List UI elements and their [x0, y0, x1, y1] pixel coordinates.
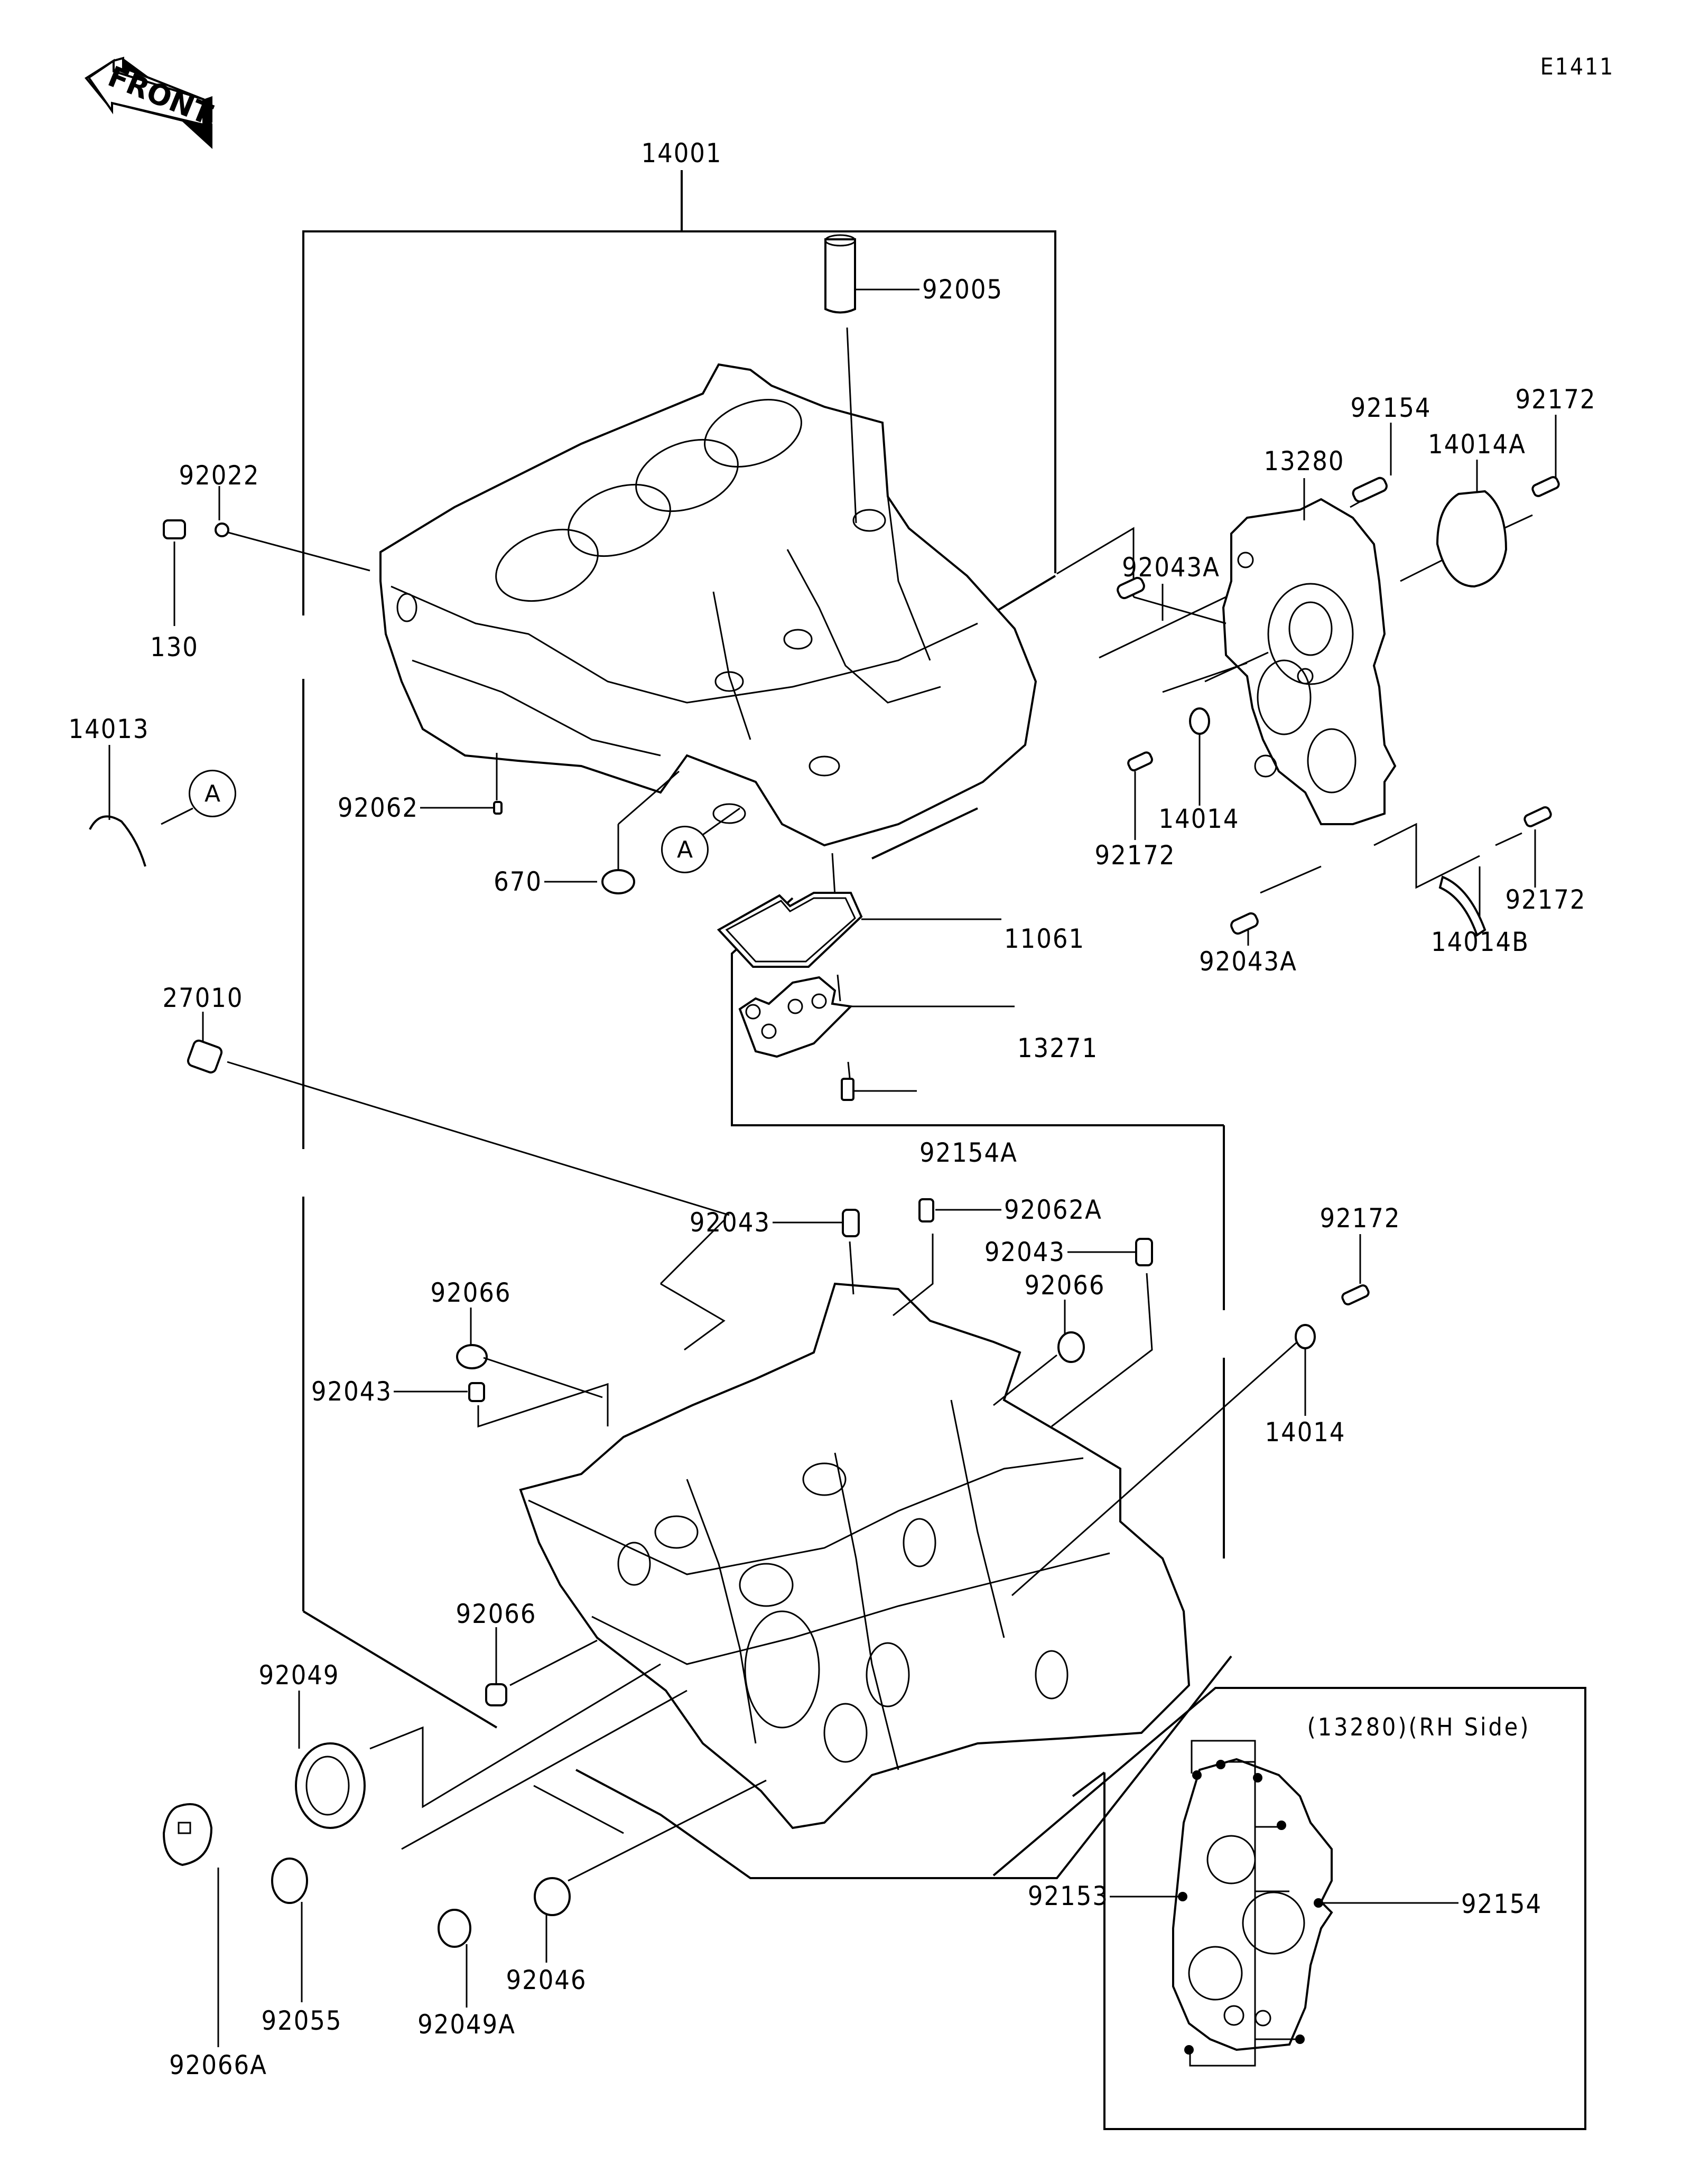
- reference-mark-a: A: [189, 770, 236, 817]
- lower-left-parts: [187, 1012, 730, 1706]
- front-label: FRONT: [104, 60, 217, 132]
- callout-14014a[interactable]: 14014A: [1428, 429, 1526, 460]
- rh-side-inset: [992, 1687, 1586, 2130]
- callout-14014-lone[interactable]: 14014: [1265, 1417, 1346, 1448]
- callout-92049a[interactable]: 92049A: [417, 2009, 516, 2040]
- callout-92172-lone[interactable]: 92172: [1320, 1203, 1401, 1234]
- callout-14013[interactable]: 14013: [68, 714, 150, 744]
- callout-92066-lower[interactable]: 92066: [456, 1599, 537, 1629]
- callout-92043a-lower[interactable]: 92043A: [1199, 946, 1297, 977]
- callout-92153-inset[interactable]: 92153: [1027, 1881, 1109, 1911]
- callout-92062a[interactable]: 92062A: [1004, 1194, 1102, 1225]
- callout-130[interactable]: 130: [150, 632, 199, 662]
- callout-92154-bolt[interactable]: 92154: [1350, 393, 1432, 423]
- lower-crankcase-small-parts: [773, 1198, 1370, 1597]
- callout-92154a[interactable]: 92154A: [919, 1137, 1018, 1168]
- gasket-and-cover-parts: [717, 853, 1015, 1101]
- callout-14014-cover[interactable]: 14014: [1158, 804, 1240, 834]
- callout-92154-inset[interactable]: 92154: [1461, 1889, 1543, 1919]
- callout-92066-right[interactable]: 92066: [1024, 1270, 1105, 1301]
- lower-crankcase-drawing: [519, 1282, 1191, 1830]
- callout-92066a[interactable]: 92066A: [169, 2050, 267, 2080]
- bottom-parts: [162, 1663, 767, 2047]
- upper-crankcase-drawing: [379, 363, 1037, 847]
- upper-left-parts: [89, 234, 919, 894]
- callout-14001[interactable]: 14001: [641, 138, 722, 169]
- callout-92049[interactable]: 92049: [258, 1660, 340, 1691]
- callout-92172-top[interactable]: 92172: [1515, 384, 1596, 415]
- callout-11061[interactable]: 11061: [1004, 923, 1085, 954]
- cover-small-parts: [1117, 476, 1560, 937]
- inset-title: (13280)(RH Side): [1307, 1713, 1531, 1741]
- callout-92043a-upper[interactable]: 92043A: [1122, 552, 1220, 583]
- diagram-id: E1411: [1540, 53, 1615, 80]
- callout-92022[interactable]: 92022: [179, 460, 260, 491]
- cover-13280-drawing: [1222, 498, 1397, 825]
- reference-mark-a: A: [661, 826, 709, 873]
- callout-14014b[interactable]: 14014B: [1431, 927, 1529, 957]
- callout-92062[interactable]: 92062: [337, 792, 419, 823]
- callout-92055[interactable]: 92055: [261, 2005, 342, 2036]
- callout-92066-left[interactable]: 92066: [430, 1277, 512, 1308]
- callout-92172-right[interactable]: 92172: [1505, 884, 1586, 915]
- callout-13280[interactable]: 13280: [1263, 446, 1345, 477]
- callout-27010[interactable]: 27010: [162, 983, 244, 1013]
- callout-92043-center[interactable]: 92043: [689, 1207, 770, 1238]
- callout-92172-left[interactable]: 92172: [1094, 840, 1176, 871]
- callout-670[interactable]: 670: [494, 866, 542, 897]
- callout-92043-left[interactable]: 92043: [311, 1376, 392, 1407]
- front-arrow-icon: FRONT: [85, 57, 217, 149]
- callout-13271[interactable]: 13271: [1017, 1033, 1099, 1063]
- callout-92005[interactable]: 92005: [922, 274, 1004, 305]
- callout-92043-right[interactable]: 92043: [984, 1237, 1065, 1267]
- callout-92046[interactable]: 92046: [506, 1965, 587, 1995]
